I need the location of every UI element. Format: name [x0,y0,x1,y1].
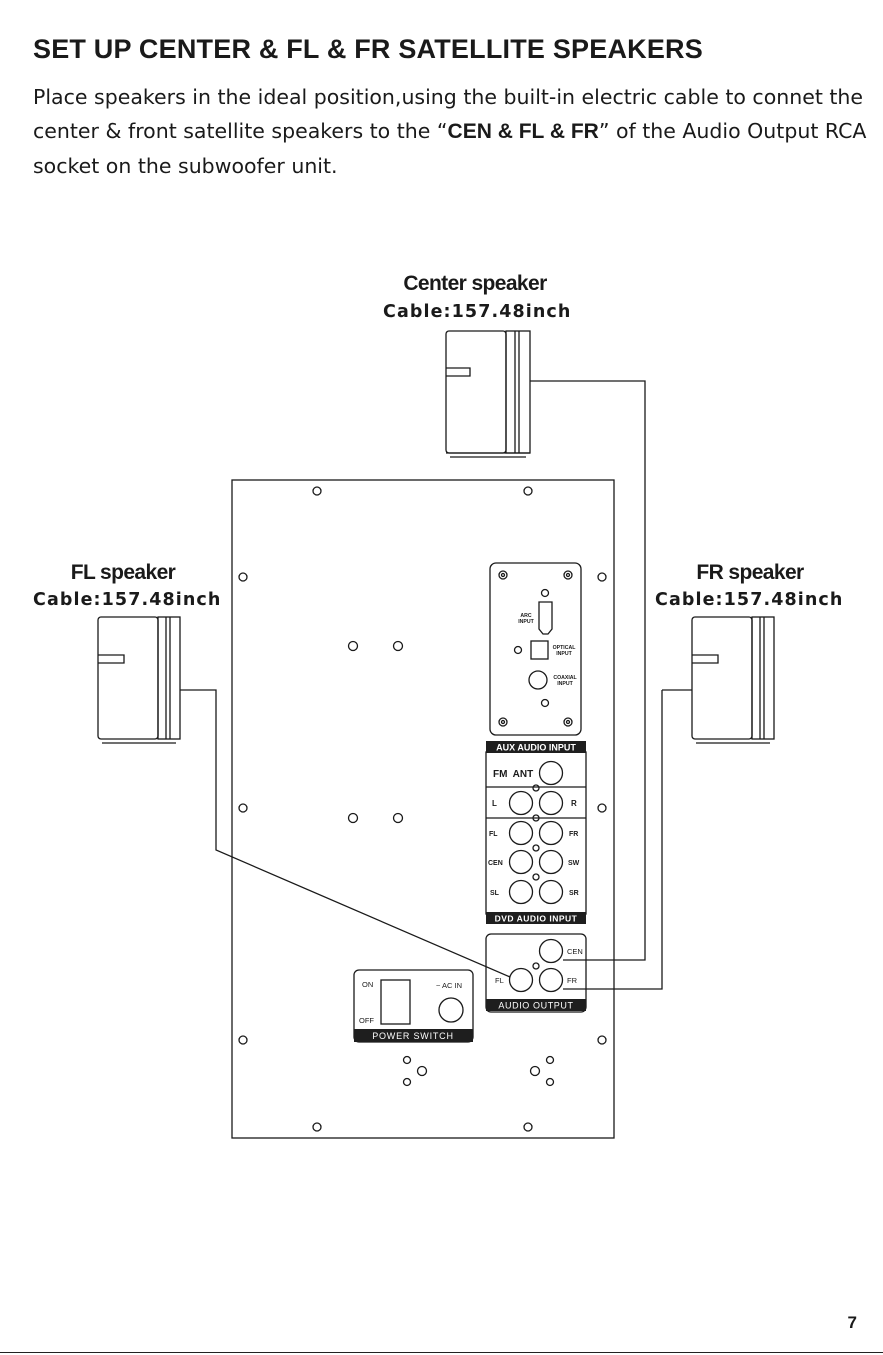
aux-l-label: L [492,799,497,808]
center-speaker-illustration [445,330,531,458]
intro-highlight: CEN & FL & FR [447,120,599,143]
output-title-bar [486,999,586,1011]
dvd-sw-label: SW [568,860,580,867]
fr-speaker-cable: Cable:157.48inch [655,590,844,610]
power-rocker-switch[interactable] [380,979,411,1025]
bottom-rule [0,1352,883,1353]
ac-in-label: ~ AC IN [436,981,462,990]
dvd-sw-jack[interactable] [538,849,564,875]
center-speaker-label: Center speaker [403,272,547,295]
output-cen-jack[interactable] [538,938,564,964]
dvd-audio-input-title: DVD AUDIO INPUT [495,914,578,924]
dvd-sr-jack[interactable] [538,879,564,905]
ac-in-socket[interactable] [438,997,464,1023]
power-off-label: OFF [359,1016,374,1025]
optical-input-port[interactable] [530,640,549,660]
intro-text-end: ” of the Audio Output RCA socket on the … [33,119,867,178]
fr-cable-line [563,689,692,990]
page-title: SET UP CENTER & FL & FR SATELLITE SPEAKE… [33,34,703,64]
fr-speaker-label: FR speaker [696,561,804,584]
fl-speaker-illustration [97,616,181,744]
power-title-bar [354,1029,473,1042]
fr-speaker-illustration [691,616,775,744]
dvd-cen-label: CEN [488,860,503,867]
power-switch-title: POWER SWITCH [372,1031,454,1041]
intro-paragraph: Place speakers in the ideal position,usi… [33,80,873,183]
intro-text-start: Place speakers in the ideal position,usi… [33,85,864,143]
page-number: 7 [847,1313,857,1332]
dvd-fl-jack[interactable] [508,820,534,846]
output-fl-jack[interactable] [508,967,534,993]
fl-cable-line [180,689,511,978]
coaxial-input-port[interactable] [528,670,548,690]
audio-output-block [485,933,587,1013]
power-on-label: ON [362,980,373,989]
dvd-sl-label: SL [490,890,500,897]
arc-hdmi-port[interactable] [538,601,553,635]
output-fr-jack[interactable] [538,967,564,993]
audio-input-block [485,751,587,915]
subwoofer-back-panel [231,479,615,1139]
aux-audio-input-title: AUX AUDIO INPUT [496,743,576,753]
dvd-fr-label: FR [569,831,578,838]
fm-ant-label: FM ANT [493,769,533,780]
center-speaker-cable: Cable:157.48inch [383,302,572,322]
output-fr-label: FR [567,976,578,985]
fl-speaker-label: FL speaker [70,561,176,584]
digital-input-plate [489,562,582,736]
fm-antenna-jack[interactable] [538,760,564,786]
dvd-sr-label: SR [569,890,579,897]
dvd-fr-jack[interactable] [538,820,564,846]
dvd-cen-jack[interactable] [508,849,534,875]
center-cable-line [530,380,646,961]
aux-right-jack[interactable] [538,790,564,816]
audio-output-title: AUDIO OUTPUT [498,1001,573,1011]
dvd-fl-label: FL [489,831,498,838]
fl-speaker-cable: Cable:157.48inch [33,590,222,610]
dvd-sl-jack[interactable] [508,879,534,905]
output-fl-label: FL [495,976,504,985]
dvd-title-bar [486,912,586,924]
aux-title-bar [486,741,586,753]
aux-left-jack[interactable] [508,790,534,816]
aux-r-label: R [571,799,577,808]
output-cen-label: CEN [567,947,583,956]
